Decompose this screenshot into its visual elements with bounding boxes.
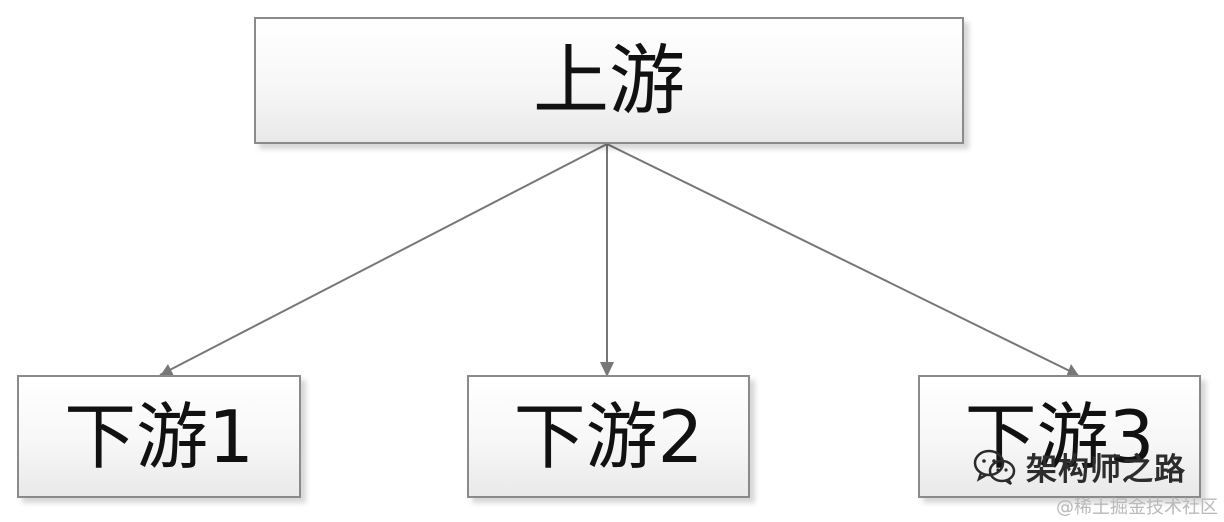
downstream-box-1: 下游1 — [17, 375, 301, 498]
downstream-box-2: 下游2 — [467, 375, 750, 498]
arrowhead-downstream-3 — [1066, 364, 1079, 377]
watermark-title: 架构师之路 — [1026, 452, 1186, 488]
connector-to-downstream-1 — [159, 143, 608, 376]
connector-to-downstream-3 — [606, 143, 1079, 376]
watermark-credit: @稀土掘金技术社区 — [1056, 497, 1218, 518]
downstream-label-2: 下游2 — [513, 394, 704, 479]
upstream-label: 上游 — [533, 35, 685, 125]
upstream-box: 上游 — [254, 17, 964, 144]
wechat-icon — [973, 449, 1016, 485]
arrowhead-downstream-1 — [160, 364, 174, 376]
arrowhead-downstream-2 — [600, 362, 614, 377]
downstream-label-1: 下游1 — [64, 394, 254, 479]
watermark: 架构师之路 — [972, 444, 1186, 489]
